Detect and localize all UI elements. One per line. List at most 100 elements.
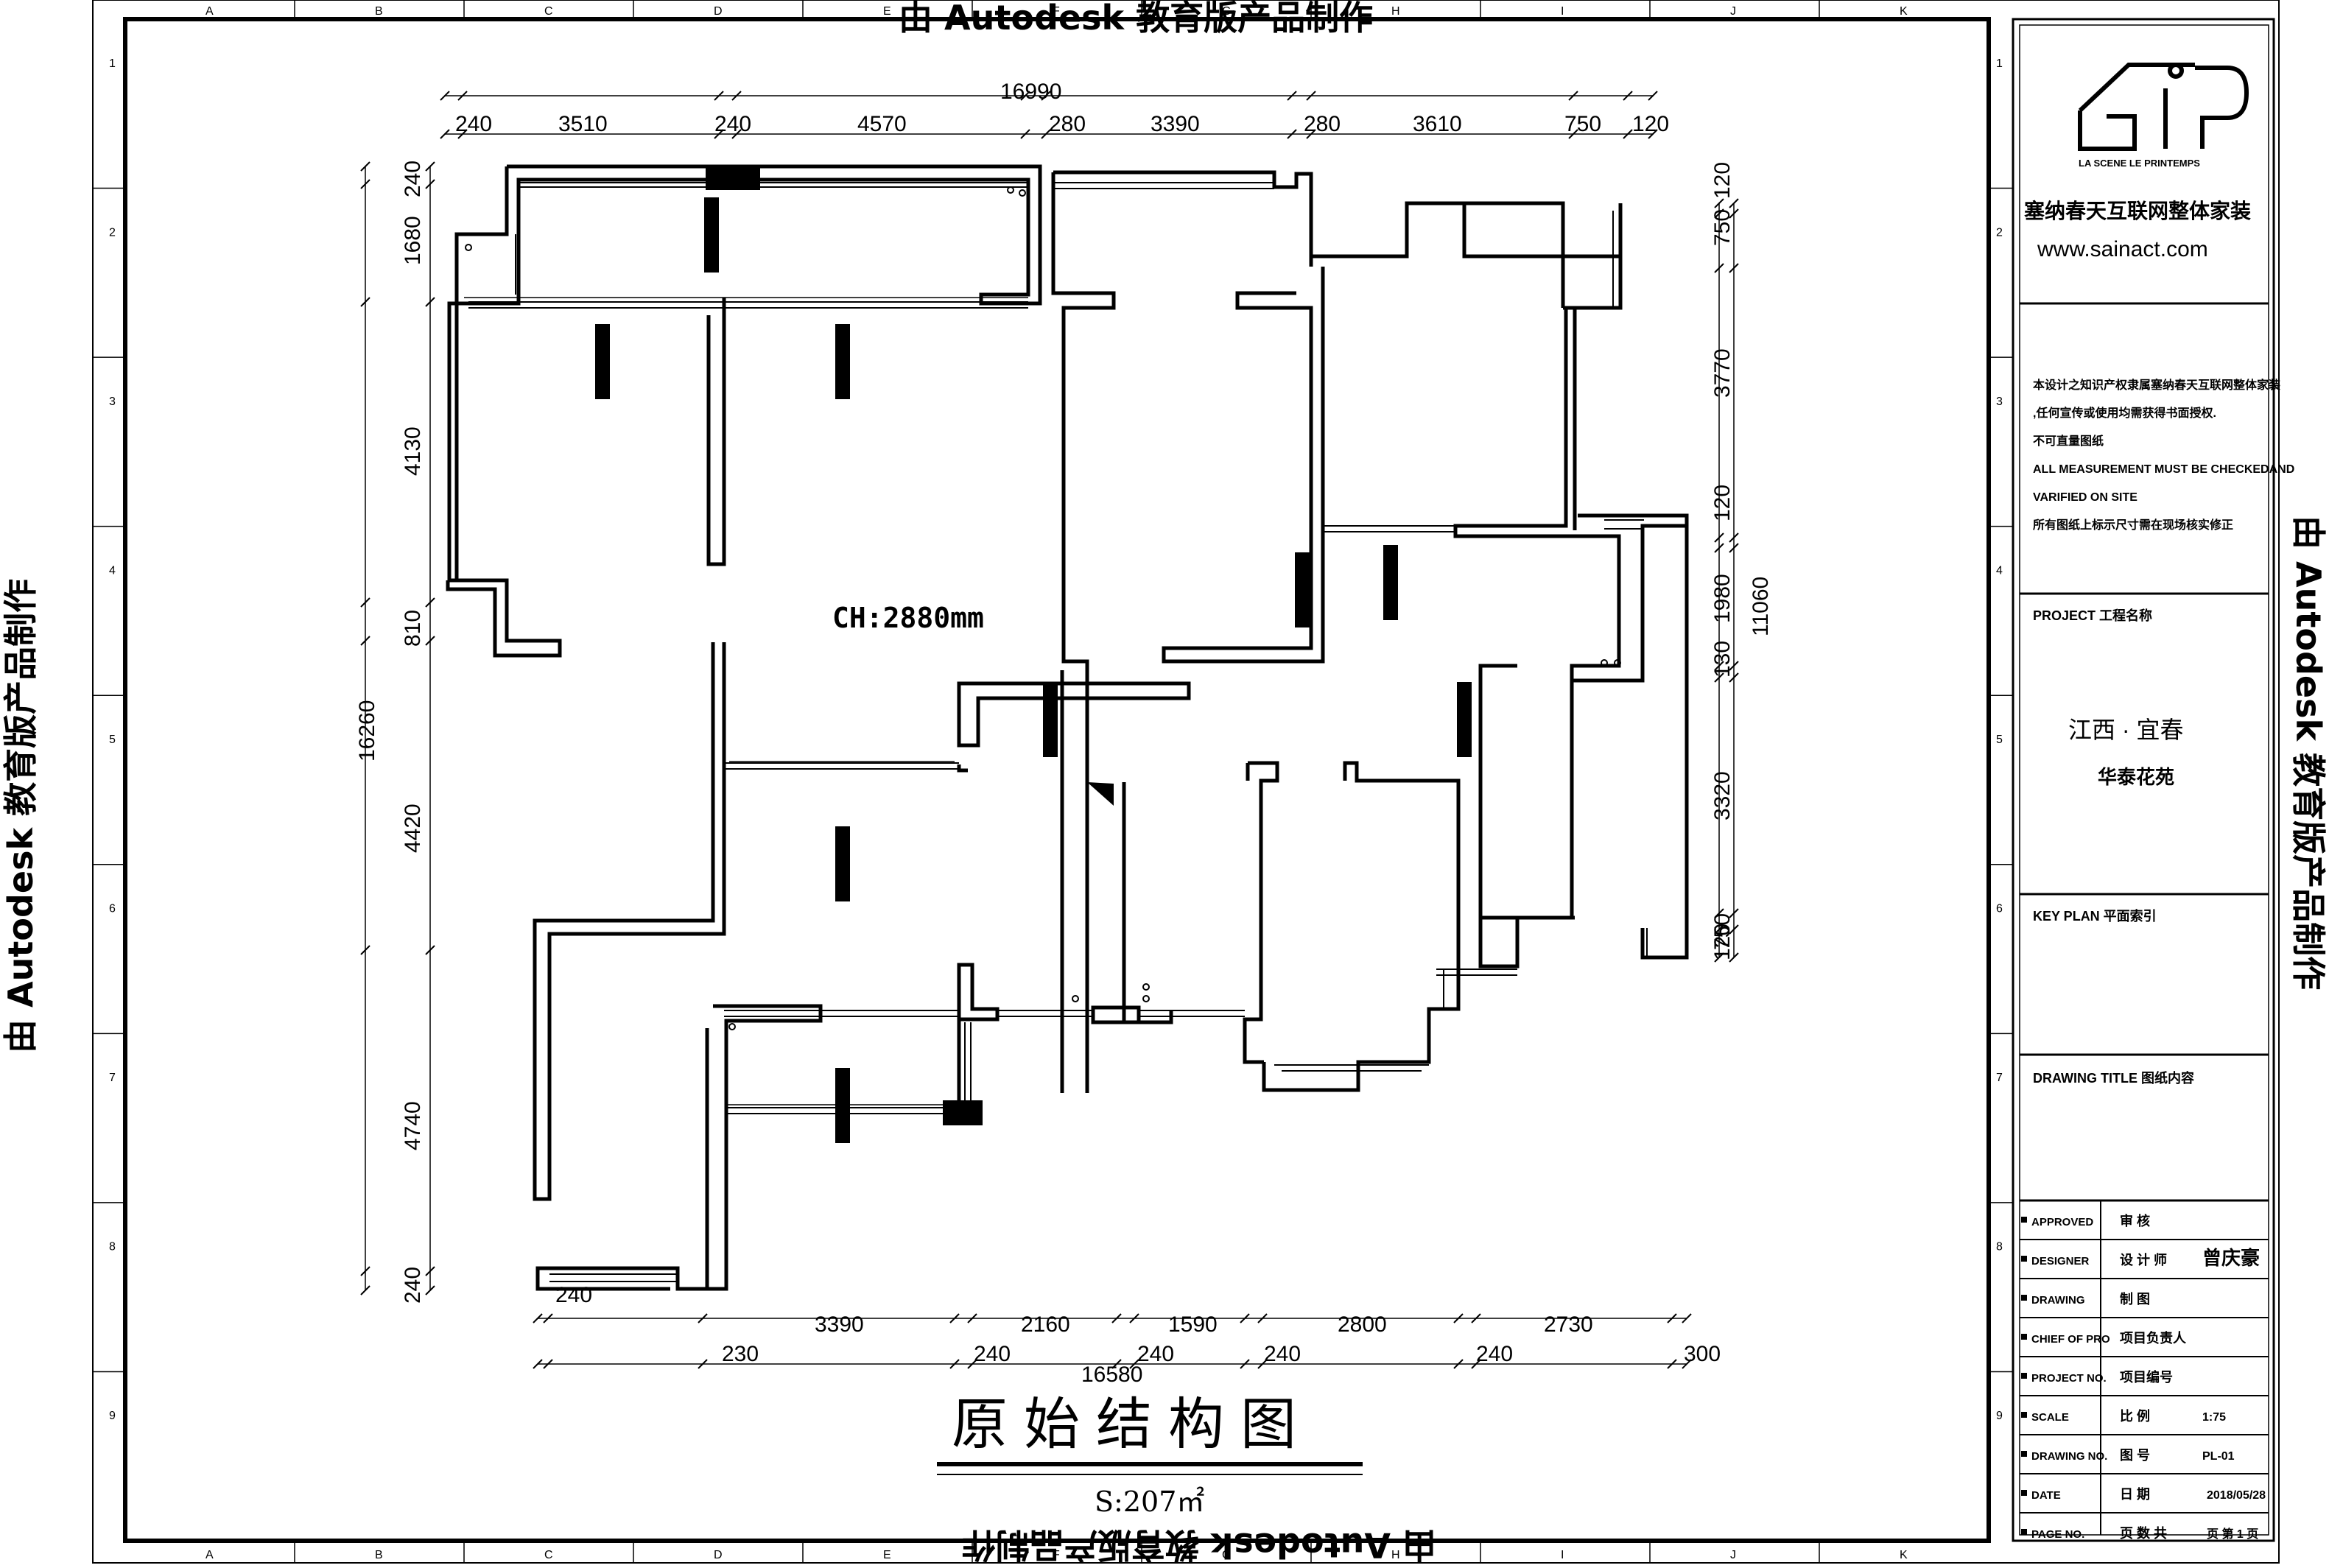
grid-col-label: H [1391,1549,1400,1561]
row-label-en: DRAWING NO. [2031,1450,2107,1463]
dim-top-value: 3390 [1151,112,1200,136]
dim-bottom-total: 16580 [1081,1363,1142,1387]
dim-right-label: 1980 [1710,574,1735,623]
dim-bottom-value: 300 [1684,1342,1721,1366]
wall-segment [1122,782,1173,1024]
grid-col-label: A [206,1549,214,1561]
company-name: 塞纳春天互联网整体家装 [2024,199,2251,222]
dim-left-label: 4740 [401,1101,425,1150]
dim-right-value: 120 [1710,485,1735,521]
row-value: 曾庆豪 [2202,1247,2260,1269]
dim-right-value: 1980 [1710,574,1735,623]
beam-text: 梁高:-410mm [835,1071,848,1136]
grid-col-label: C [544,1549,553,1561]
beam-annotation: 梁高:-420mm [1457,682,1472,757]
row-label-en: DESIGNER [2031,1255,2090,1268]
plan-walls [446,164,1689,1291]
row-value: 2018/05/28 [2207,1489,2266,1502]
dim-right-value: 3320 [1710,771,1735,820]
dim-bottom-value: 3390 [815,1312,864,1337]
wall-segment [1053,170,1689,832]
dim-top-value: 4570 [857,112,907,136]
row-label-en: PAGE NO. [2031,1528,2084,1541]
grid-col-label: D [714,5,723,18]
dimension-ticks [360,91,1739,1369]
dim-top-value: 240 [714,112,751,136]
grid-col-label: B [375,1549,383,1561]
dim-left-value: 4740 [401,1101,425,1150]
grid-row-label: 5 [1996,734,2003,746]
beam-annotation: 梁高:-510mm [1043,682,1058,757]
beam-text: 梁高:-510mm [1043,685,1055,750]
sheet-frame [92,0,2280,1564]
grid-row-label: 1 [109,57,116,70]
beam-text: 梁高:-420mm [704,200,717,266]
logo-letters: GP [2151,144,2154,145]
beam-annotation: 梁高:-380mm [595,324,610,399]
grid-row-label: 1 [1996,57,2003,70]
beam-text: 梁高:-420mm [1457,685,1469,750]
dim-bottom-value: 240 [974,1342,1011,1366]
beam-text: 梁高:-390mm [835,327,848,393]
title-block: GP LA SCENE LE PRINTEMPS 塞纳春天互联网整体家装 www… [2020,63,2294,1541]
wall-segment [1162,267,1325,664]
grid-col-label: E [883,1549,891,1561]
grid-col-label: G [1222,1549,1231,1561]
row-label-cn: 比 例 [2120,1408,2150,1424]
wall-segment [535,1266,707,1291]
dim-top-value: 120 [1632,112,1669,136]
dim-top-value: 3610 [1413,112,1462,136]
dim-left-value: 4420 [401,804,425,853]
wall-segment [957,963,1000,1022]
grid-col-label: A [206,5,214,18]
plan-windows [468,182,1648,1282]
grid-row-label: 3 [109,395,116,408]
title-block-note: VARIFIED ON SITE [2033,491,2137,504]
dim-bottom-upper-segments: 3390 2160 1590 2800 2730 [815,1312,1593,1337]
dim-right-label: 3770 [1710,348,1735,398]
grid-col-label: G [1222,5,1231,18]
dim-bottom-value: 240 [1264,1342,1301,1366]
dim-left-total: 16260 [355,700,379,762]
grid-row-label: 8 [109,1241,116,1254]
grid-col-label: K [1900,5,1908,18]
dim-left-label: 240 [401,1267,425,1304]
title-block-note: 不可直量图纸 [2033,434,2104,448]
dim-bottom-value: 2160 [1021,1312,1070,1337]
beam-annotation: 梁高:-290mm [835,826,850,901]
beam-annotation: 梁高:-410mm [1383,545,1398,620]
wall-segment [533,642,726,1201]
dim-bottom-value: 240 [1476,1342,1513,1366]
project-name: 华泰花苑 [2098,766,2174,788]
wall-segment [1478,664,1574,968]
dim-right-label: 130 [1710,641,1735,678]
row-label-cn: 项目负责人 [2120,1330,2187,1346]
row-value: 页 第 1 页 [2207,1527,2258,1541]
company-logo: GP [2078,63,2249,151]
row-value: PL-01 [2202,1450,2235,1463]
grid-col-label: E [883,5,891,18]
row-label-cn: 审 核 [2120,1213,2150,1228]
wall-segment [446,164,1042,658]
row-label-cn: 页 数 共 [2120,1525,2167,1541]
wall-segment [1462,201,1565,308]
grid-col-label: J [1730,5,1736,18]
dim-left-value: 1680 [401,216,425,265]
dim-left-label: 810 [401,610,425,647]
title-block-note: 本设计之知识产权隶属塞纳春天互联网整体家装 [2033,378,2280,392]
beam-annotation: 梁高:-410mm [835,1068,850,1143]
dim-bottom-value: 2800 [1338,1312,1387,1337]
ceiling-height-label: CH:2880mm [832,602,984,634]
wall-segment [957,681,1191,748]
dim-bottom-value: 2730 [1544,1312,1593,1337]
wall-segment [1243,761,1279,1064]
dim-bottom-value: 1590 [1168,1312,1218,1337]
beam-text: 梁高:-410mm [1383,548,1396,614]
plan-area: S:207㎡ [1095,1486,1204,1518]
